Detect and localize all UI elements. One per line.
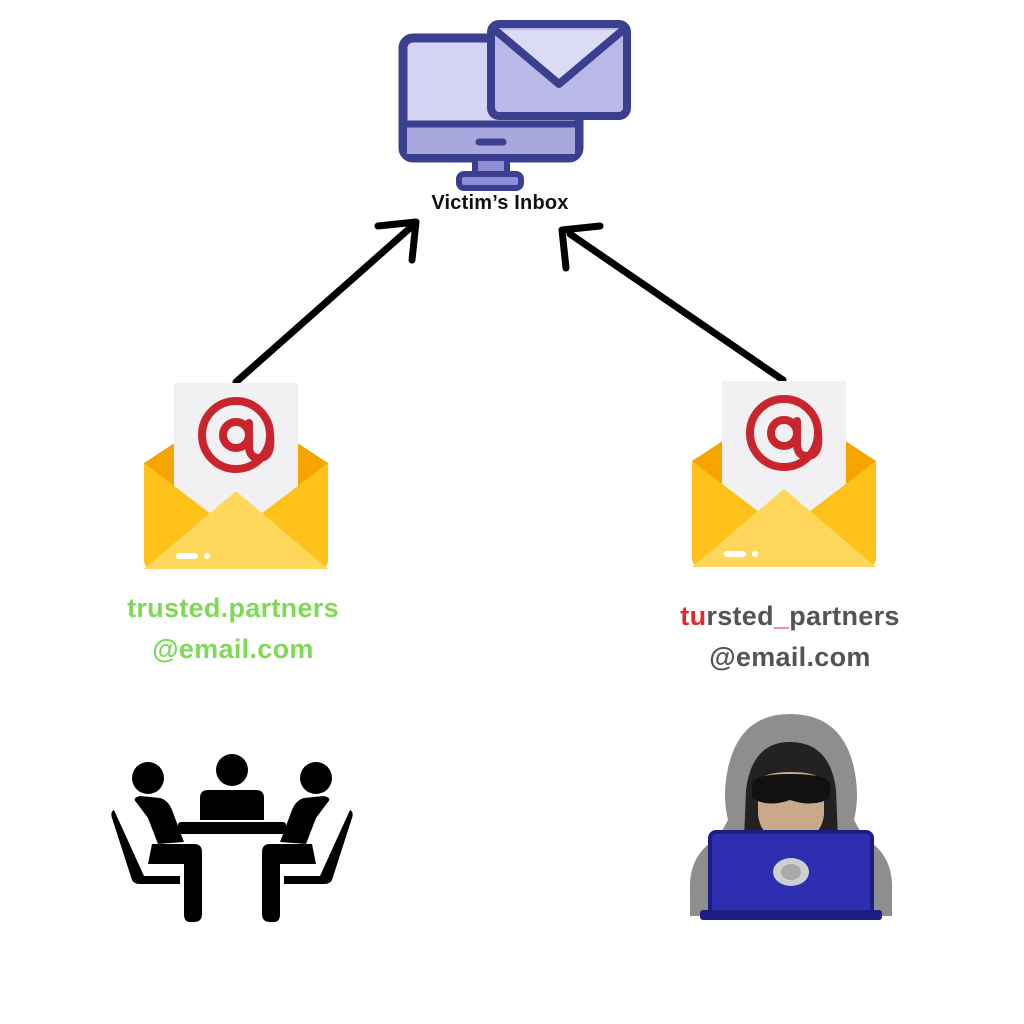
- monitor-mail-icon: [398, 20, 631, 191]
- legit-address-line2: @email.com: [152, 634, 314, 664]
- spoof-typo-letters: tu: [680, 601, 707, 631]
- inbox-label: Victim’s Inbox: [431, 192, 569, 214]
- left-arrow: [232, 218, 420, 386]
- spoof-address-line1: tursted_partners: [640, 596, 940, 637]
- spoof-underscore: _: [773, 601, 790, 631]
- left-envelope-icon: [144, 383, 328, 569]
- right-arrow: [558, 222, 787, 384]
- spoof-sender-address: tursted_partners @email.com: [640, 596, 940, 678]
- meeting-table-people-icon: [111, 754, 353, 922]
- legit-sender-address: trusted.partners @email.com: [83, 588, 383, 670]
- legit-address-line1: trusted.partners: [127, 593, 339, 623]
- hooded-hacker-laptop-icon: [689, 714, 893, 920]
- spoof-address-mid: rsted: [706, 601, 774, 631]
- spoof-address-line2: @email.com: [709, 642, 871, 672]
- right-envelope-icon: [692, 381, 876, 567]
- spoof-address-rest: partners: [789, 601, 900, 631]
